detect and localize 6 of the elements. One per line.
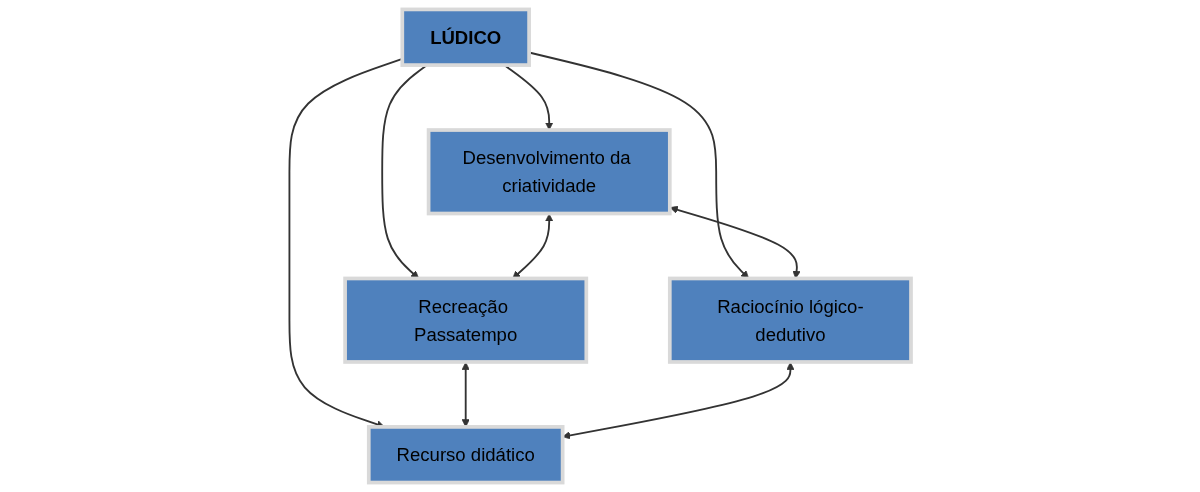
node-box: Recurso didático — [366, 425, 565, 485]
arrow — [512, 213, 554, 279]
node-box: Raciocínio lógico-dedutivo — [667, 276, 913, 364]
node-box: Desenvolvimento da criatividade — [426, 128, 672, 216]
node-box: LÚDICO — [400, 7, 531, 67]
node-box: Recreação Passatempo — [343, 276, 588, 364]
